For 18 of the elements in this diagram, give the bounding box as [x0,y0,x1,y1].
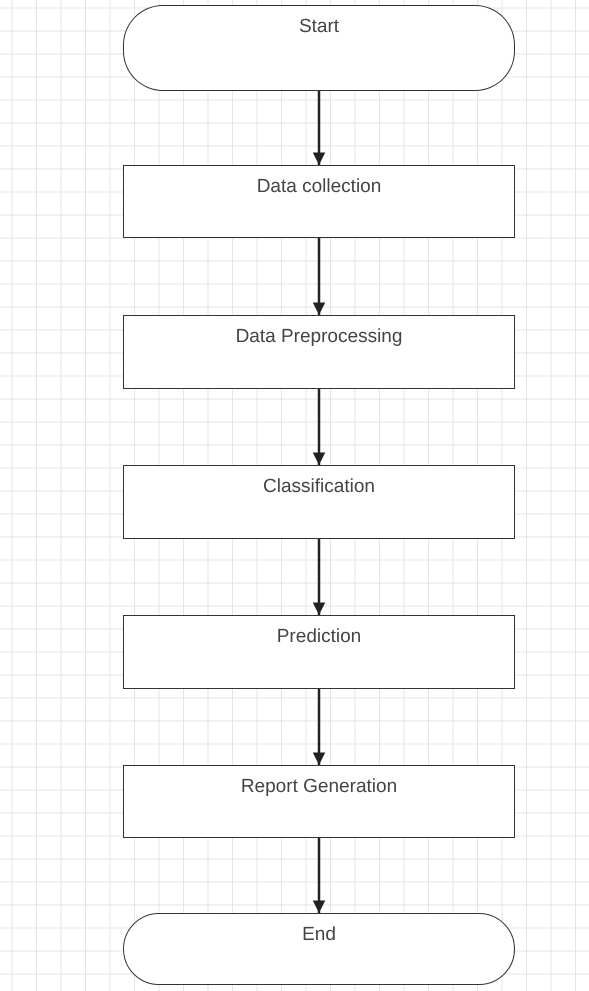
process-box [123,465,515,539]
arrow [312,838,326,913]
process-box [123,315,515,389]
arrow [312,91,326,165]
process-box [123,165,515,238]
arrow [312,689,326,765]
node-label: Data Preprocessing [234,325,404,348]
node-label: End [301,923,337,946]
node-label: Data collection [256,175,382,198]
process-box [123,615,515,689]
arrow [312,389,326,465]
arrow [312,539,326,615]
node-label: Start [298,15,340,38]
node-label: Prediction [276,625,362,648]
process-box [123,765,515,838]
node-label: Report Generation [240,775,398,798]
arrow [312,238,326,315]
node-label: Classification [262,475,376,498]
